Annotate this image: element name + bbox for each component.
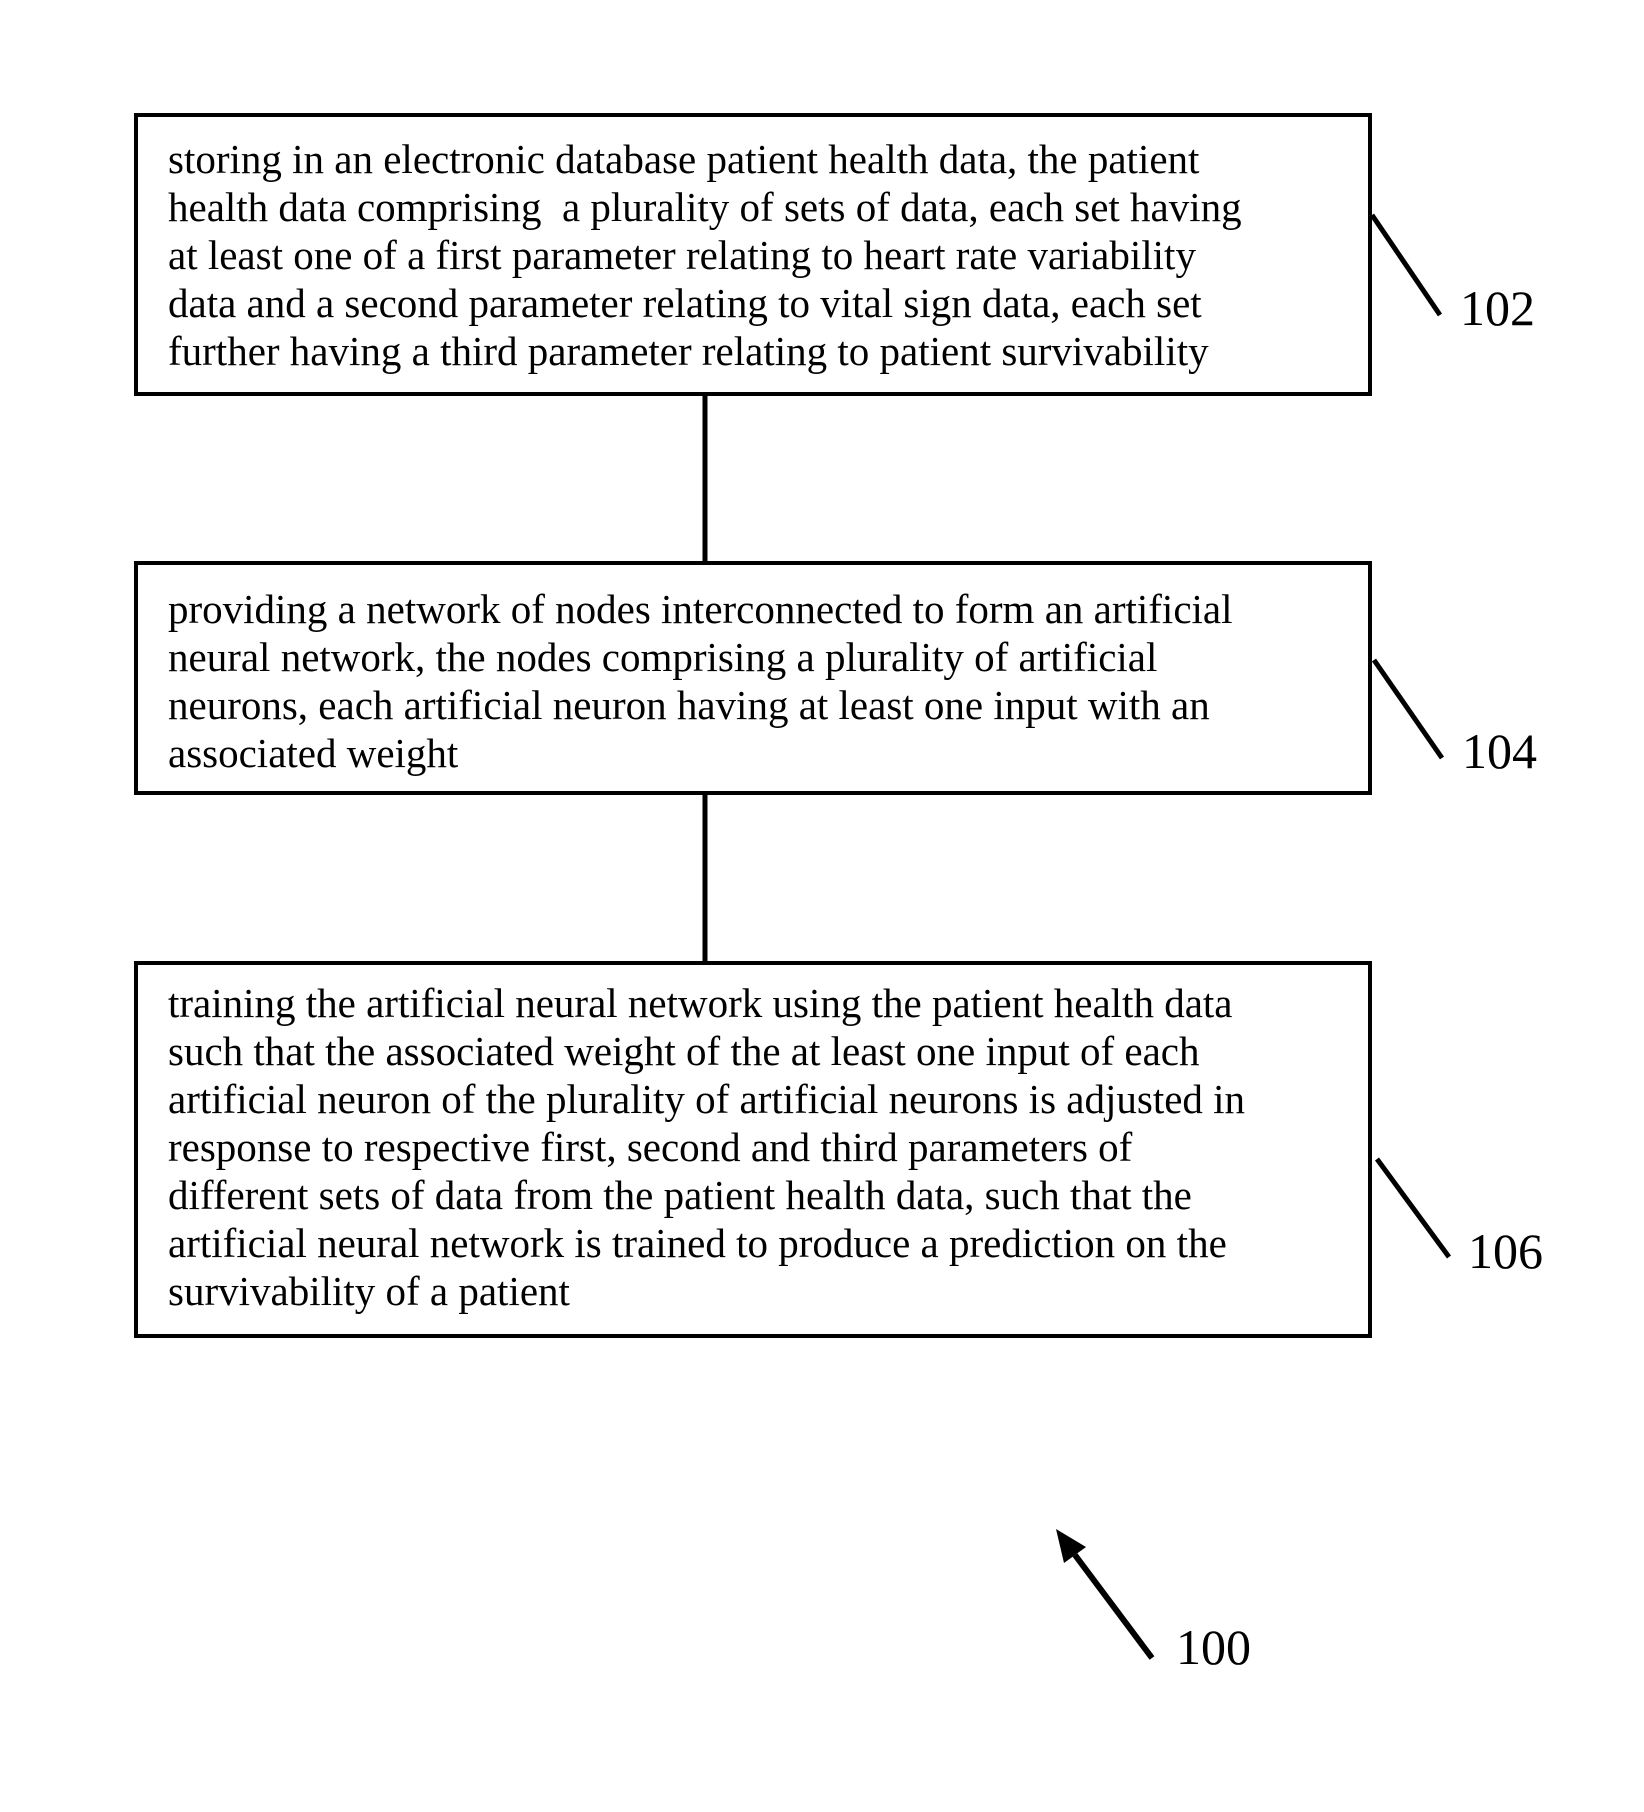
ref-label-106: 106 bbox=[1468, 1223, 1543, 1279]
figure-ref-arrow-shaft bbox=[1072, 1553, 1155, 1660]
ref-label-104: 104 bbox=[1462, 723, 1537, 779]
leader-line-106 bbox=[1374, 1157, 1452, 1259]
step-box-102: storing in an electronic database patien… bbox=[134, 113, 1372, 396]
figure-ref-arrow bbox=[1056, 1529, 1155, 1660]
step-text-102: storing in an electronic database patien… bbox=[168, 136, 1242, 374]
leader-line-104 bbox=[1371, 658, 1445, 760]
figure-ref-label: 100 bbox=[1176, 1619, 1251, 1675]
figure-ref-arrowhead-icon bbox=[1056, 1529, 1086, 1563]
ref-label-102: 102 bbox=[1460, 280, 1535, 336]
step-box-106: training the artificial neural network u… bbox=[134, 961, 1372, 1338]
step-box-104: providing a network of nodes interconnec… bbox=[134, 561, 1372, 795]
step-text-104: providing a network of nodes interconnec… bbox=[168, 586, 1233, 776]
step-text-106: training the artificial neural network u… bbox=[168, 980, 1246, 1314]
leader-line-102 bbox=[1369, 213, 1443, 317]
